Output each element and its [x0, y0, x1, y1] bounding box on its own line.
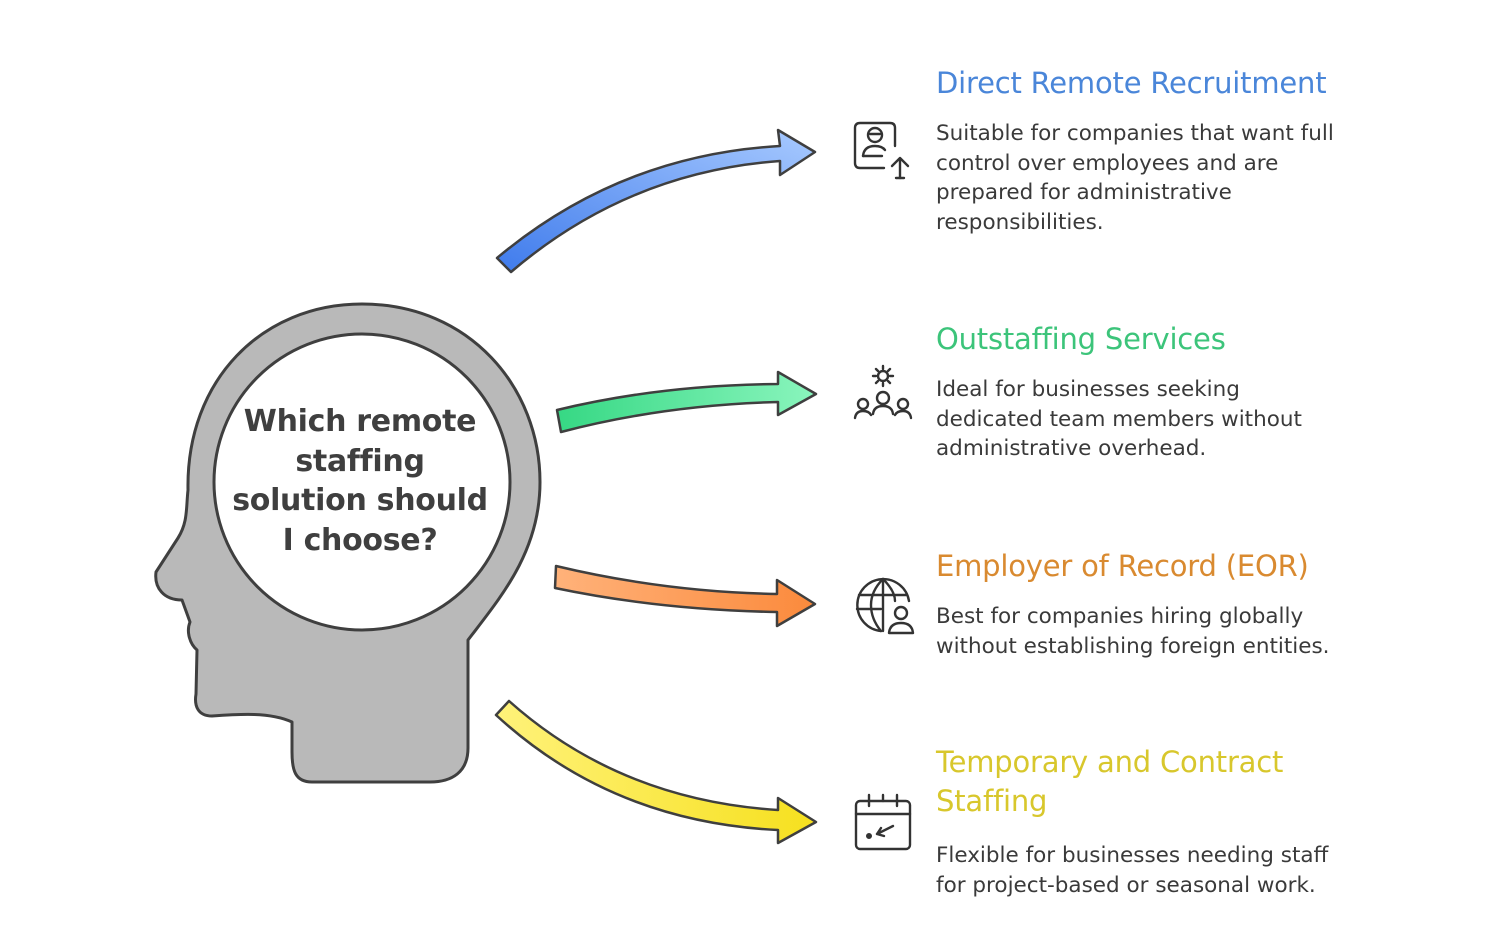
arrow-direct-recruitment	[495, 128, 817, 274]
option-description: Best for companies hiring globally witho…	[936, 604, 1330, 659]
arrow-outstaffing	[555, 370, 818, 434]
option-title: Employer of Record (EOR)	[936, 549, 1309, 583]
user-upload-icon	[853, 121, 910, 180]
option-direct-recruitment: Direct Remote Recruitment Suitable for c…	[936, 64, 1356, 237]
globe-user-icon	[855, 577, 915, 635]
head-question: Which remote staffing solution should I …	[230, 402, 490, 560]
question-line: I choose?	[282, 522, 438, 558]
option-title: Outstaffing Services	[936, 322, 1226, 356]
option-eor: Employer of Record (EOR) Best for compan…	[936, 547, 1356, 661]
question-line: solution should	[232, 483, 488, 518]
arrow-temporary-staffing	[494, 699, 818, 845]
option-description: Suitable for companies that want full co…	[936, 121, 1334, 235]
question-line: Which remote	[243, 404, 477, 439]
option-temporary-staffing: Temporary and Contract Staffing Flexible…	[936, 743, 1328, 900]
option-description: Flexible for businesses needing staff fo…	[936, 843, 1329, 898]
arrow-eor	[553, 564, 817, 628]
team-gear-icon	[853, 364, 913, 420]
option-outstaffing: Outstaffing Services Ideal for businesse…	[936, 320, 1356, 464]
option-title: Direct Remote Recruitment	[936, 66, 1327, 100]
option-description: Ideal for businesses seeking dedicated t…	[936, 377, 1302, 461]
calendar-icon	[854, 793, 912, 851]
option-title: Temporary and Contract Staffing	[936, 745, 1284, 818]
question-line: staffing	[295, 443, 425, 479]
thought-circle	[212, 332, 512, 632]
